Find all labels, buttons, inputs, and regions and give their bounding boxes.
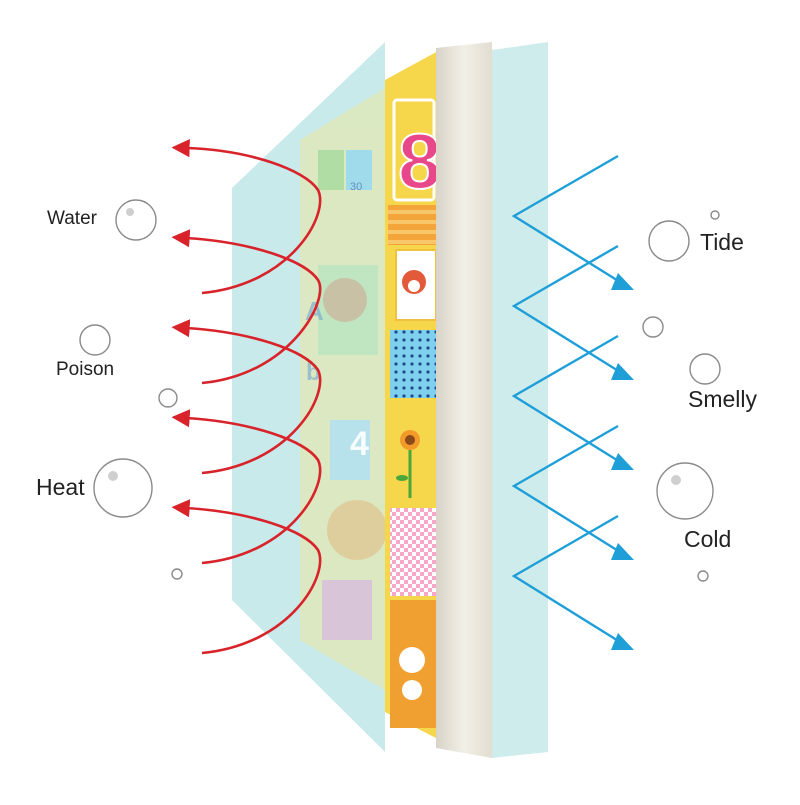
printed-mat-layer bbox=[300, 88, 387, 690]
bubbles bbox=[79, 199, 721, 582]
bubble-tiny-right-top bbox=[710, 210, 720, 220]
red-arrow-4 bbox=[171, 409, 322, 565]
red-arrow-2 bbox=[171, 229, 322, 385]
label-heat: Heat bbox=[36, 474, 85, 500]
blue-arrow-heads bbox=[611, 273, 634, 650]
outgoing-red-arrows bbox=[171, 139, 322, 655]
label-cold: Cold bbox=[684, 526, 732, 552]
label-poison: Poison bbox=[56, 359, 115, 380]
mat-number-tile: 8 bbox=[398, 117, 441, 205]
mat-front-strip bbox=[385, 50, 440, 740]
red-arrow-1 bbox=[171, 139, 322, 295]
bubble-tiny-right-bottom bbox=[697, 570, 709, 582]
bubble-right-mid bbox=[642, 316, 664, 338]
bubble-cold bbox=[656, 462, 714, 520]
bubble-heat bbox=[93, 458, 153, 518]
label-tide: Tide bbox=[700, 229, 744, 255]
bubble-poison bbox=[79, 324, 111, 356]
foam-core-layer bbox=[436, 42, 492, 758]
label-smelly: Smelly bbox=[688, 386, 758, 412]
bubble-water bbox=[115, 199, 157, 241]
bubble-tiny-left bbox=[171, 568, 183, 580]
bubble-small-left bbox=[158, 388, 178, 408]
mat-small-number: 4 bbox=[350, 425, 369, 463]
mat-tile-number: 30 bbox=[350, 181, 362, 193]
incoming-blue-arrows bbox=[511, 154, 621, 644]
bubble-tide bbox=[648, 220, 690, 262]
bubble-highlights bbox=[108, 208, 681, 485]
bubble-smelly bbox=[689, 353, 721, 385]
mat-letter-tile-2: b bbox=[306, 359, 321, 386]
red-arrow-3 bbox=[171, 319, 322, 475]
red-arrow-5 bbox=[171, 499, 322, 655]
label-water: Water bbox=[47, 208, 97, 229]
